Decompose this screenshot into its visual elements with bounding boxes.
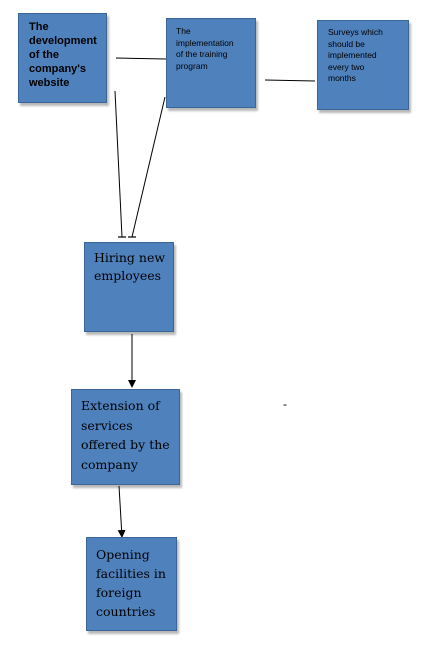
node-hiring-employees-label: Hiring new employees xyxy=(94,250,166,283)
node-website-development: The development of the company's website xyxy=(18,13,107,103)
node-extension-of-services: Extension of services offered by the com… xyxy=(71,389,180,485)
node-website-development-label: The development of the company's website xyxy=(29,21,97,89)
node-opening-facilities-label: Opening facilities in foreign countries xyxy=(96,547,166,619)
edge-training-hiring xyxy=(131,96,166,238)
edge-website-training xyxy=(115,57,167,60)
edge-website-hiring xyxy=(114,90,123,238)
node-opening-facilities: Opening facilities in foreign countries xyxy=(86,537,177,631)
node-extension-of-services-label: Extension of services offered by the com… xyxy=(81,398,170,472)
edge-extension-opening xyxy=(117,485,126,538)
stray-dash-mark: - xyxy=(283,397,287,411)
node-hiring-employees: Hiring new employees xyxy=(84,242,174,332)
node-training-program: The implementation of the training progr… xyxy=(166,18,256,108)
edge-training-surveys xyxy=(264,79,316,82)
node-surveys-label: Surveys which should be implemented ever… xyxy=(328,27,383,83)
node-training-program-label: The implementation of the training progr… xyxy=(176,26,234,71)
node-surveys: Surveys which should be implemented ever… xyxy=(317,20,409,110)
